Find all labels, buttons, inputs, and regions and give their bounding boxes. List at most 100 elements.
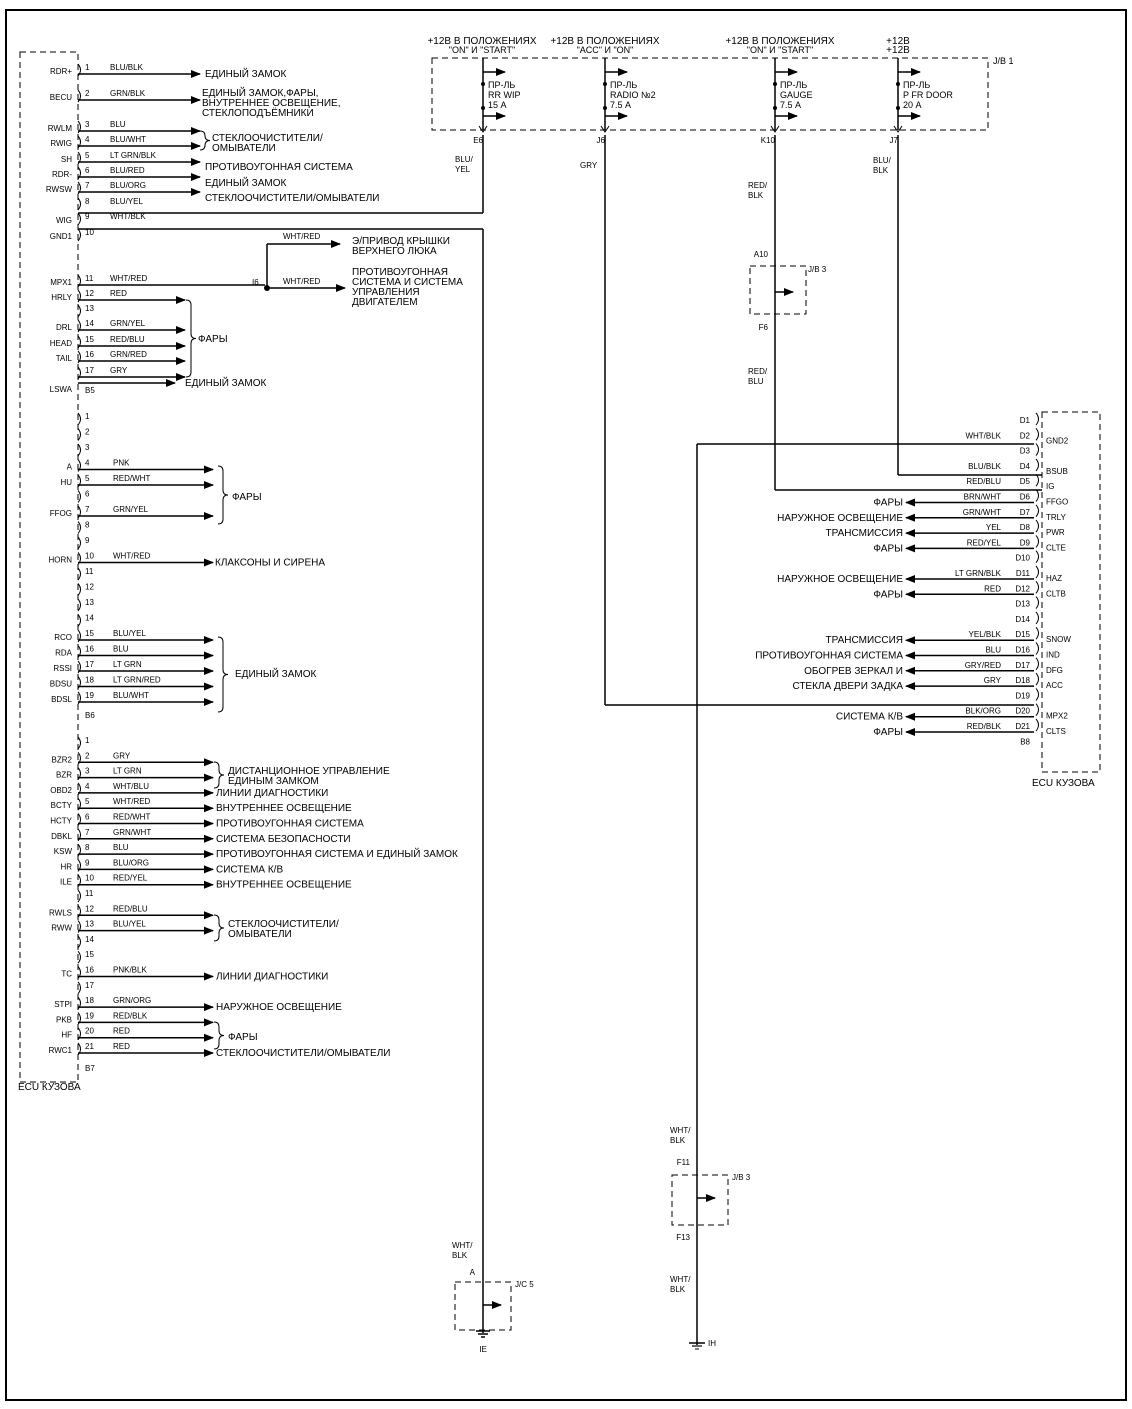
pin-number: 3 xyxy=(85,767,90,776)
wire-color: RED xyxy=(113,1042,130,1051)
dest-label: ЕДИНЫМ ЗАМКОМ xyxy=(228,776,319,787)
pin-name: CLTE xyxy=(1046,543,1066,552)
jb3-label: J/B 3 xyxy=(808,265,827,274)
fuse-contact xyxy=(896,82,900,86)
pin-number: 3 xyxy=(85,443,90,452)
dest-label: ЕДИНЫЙ ЗАМОК xyxy=(185,376,266,389)
pin-bracket xyxy=(1035,718,1039,732)
wire-color: RED/ xyxy=(748,181,768,190)
wire-color: WHT/ xyxy=(670,1275,691,1284)
pin-number: 17 xyxy=(85,366,94,375)
wire-color: BLU/YEL xyxy=(110,197,143,206)
wire-color: RED/BLU xyxy=(113,904,148,913)
fuse-label: ПР-ЛЬ xyxy=(903,80,930,90)
fuse-label: ПР-ЛЬ xyxy=(780,80,807,90)
pin-bracket xyxy=(77,505,81,519)
pin-name: DRL xyxy=(56,323,73,332)
pin-bracket xyxy=(77,1027,81,1041)
pin-name: TC xyxy=(61,970,72,979)
dest-label: ФАРЫ xyxy=(873,498,903,509)
pin-number: 19 xyxy=(85,1011,94,1020)
pin-number: 6 xyxy=(85,490,90,499)
left-ecu-label: ECU КУЗОВА xyxy=(18,1082,81,1093)
pin-bracket xyxy=(77,350,81,364)
pin-number: 14 xyxy=(85,319,94,328)
pin-number: 10 xyxy=(85,552,94,561)
dest-label: НАРУЖНОЕ ОСВЕЩЕНИЕ xyxy=(777,574,903,585)
terminal-label: F11 xyxy=(677,1158,691,1167)
pin-bracket xyxy=(77,536,81,550)
wire-color: BLU/ORG xyxy=(110,181,146,190)
dest-label: ЕДИНЫЙ ЗАМОК xyxy=(205,67,286,80)
pin-bracket xyxy=(1035,535,1039,548)
pin-bracket xyxy=(1035,504,1039,518)
fuse-label: 15 А xyxy=(488,100,507,110)
pin-bracket xyxy=(77,904,81,918)
pin-number: 16 xyxy=(85,966,94,975)
pin-name: RWSW xyxy=(46,185,73,194)
wire-color: WHT/BLK xyxy=(965,431,1001,440)
pin-bracket xyxy=(77,598,81,612)
pin-number: 12 xyxy=(85,289,94,298)
dest-label: ФАРЫ xyxy=(873,543,903,554)
pin-name: CLTB xyxy=(1046,589,1066,598)
pin-bracket xyxy=(77,212,81,226)
wire-color: BLU/YEL xyxy=(113,920,146,929)
wire-color: BLU/ xyxy=(873,156,892,165)
pin-bracket xyxy=(1035,443,1039,456)
pin-bracket xyxy=(77,935,81,949)
pin-name: RDA xyxy=(55,649,73,658)
dest-label: ВНУТРЕННЕЕ ОСВЕЩЕНИЕ, xyxy=(202,98,341,109)
wire-color: BRN/WHT xyxy=(964,493,1001,502)
pin-number: 5 xyxy=(85,474,90,483)
pin-bracket xyxy=(1035,688,1039,701)
pin-name: DFG xyxy=(1046,666,1063,675)
pin-name: IG xyxy=(1046,482,1054,491)
fuse-label: 7.5 А xyxy=(610,100,631,110)
pin-number: D6 xyxy=(1020,493,1031,502)
wire-color: BLU/WHT xyxy=(113,691,149,700)
dest-label: ЕДИНЫЙ ЗАМОК xyxy=(235,667,316,680)
pin-name: OBD2 xyxy=(50,786,72,795)
wire-color: BLU xyxy=(110,120,126,129)
wire-color: RED/BLU xyxy=(966,477,1001,486)
dest-label: УПРАВЛЕНИЯ xyxy=(352,287,420,298)
pin-number: 5 xyxy=(85,797,90,806)
pin-name: HU xyxy=(60,478,72,487)
pin-bracket xyxy=(77,676,81,689)
dest-label: ДВИГАТЕЛЕМ xyxy=(352,297,418,308)
dest-label: ВНУТРЕННЕЕ ОСВЕЩЕНИЕ xyxy=(216,880,352,891)
terminal-label: A10 xyxy=(754,250,769,259)
pin-name: RCO xyxy=(54,633,72,642)
pin-number: 7 xyxy=(85,505,90,514)
dest-label: НАРУЖНОЕ ОСВЕЩЕНИЕ xyxy=(777,513,903,524)
pin-number: 10 xyxy=(85,228,94,237)
pin-number: D19 xyxy=(1015,691,1030,700)
pin-name: GND2 xyxy=(1046,436,1069,445)
pin-number: 1 xyxy=(85,63,90,72)
right-ecu-label: ECU КУЗОВА xyxy=(1032,778,1095,789)
pin-bracket xyxy=(1035,611,1039,625)
dest-label: ПРОТИВОУГОННАЯ СИСТЕМА xyxy=(216,819,364,830)
terminal-chevron xyxy=(893,125,903,133)
brace-lock xyxy=(217,636,229,713)
pin-number: D2 xyxy=(1020,431,1031,440)
pin-name: HAZ xyxy=(1046,574,1062,583)
terminal-chevron xyxy=(770,125,780,133)
wire-color: BLU/BLK xyxy=(110,63,144,72)
supply-label: +12В В ПОЛОЖЕНИЯХ xyxy=(427,36,536,47)
dest-label: СТЕКЛА ДВЕРИ ЗАДКА xyxy=(792,681,903,692)
right-ecu-frame xyxy=(1041,411,1101,773)
pin-number: 8 xyxy=(85,843,90,852)
wire-color: BLU/ xyxy=(455,155,474,164)
pin-bracket xyxy=(77,490,81,503)
wire-color: RED/YEL xyxy=(113,874,148,883)
dest-label: СТЕКЛООЧИСТИТЕЛИ/ОМЫВАТЕЛИ xyxy=(216,1048,390,1059)
pin-name: GND1 xyxy=(50,232,73,241)
pin-bracket xyxy=(77,289,81,303)
wire-color: WHT/RED xyxy=(113,552,151,561)
pin-number: 14 xyxy=(85,614,94,623)
pin-number: D9 xyxy=(1020,538,1031,547)
wire-color: LT GRN xyxy=(113,767,142,776)
wire-color: BLU/RED xyxy=(110,166,145,175)
